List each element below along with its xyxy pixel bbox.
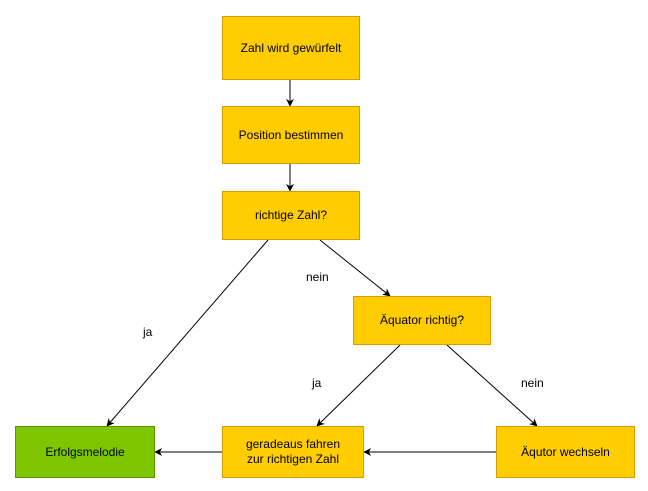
node-correct-number-decision: richtige Zahl?	[222, 191, 360, 240]
node-determine-position: Position bestimmen	[222, 106, 360, 164]
node-drive-straight: geradeaus fahren zur richtigen Zahl	[222, 426, 364, 478]
node-roll-number: Zahl wird gewürfelt	[222, 16, 360, 80]
edge-label-equator-yes: ja	[312, 376, 322, 390]
node-equator-correct-decision: Äquator richtig?	[353, 296, 491, 345]
node-switch-equator: Äqutor wechseln	[496, 426, 635, 478]
arrow-equator-yes	[316, 344, 401, 427]
node-success-melody: Erfolgsmelodie	[15, 426, 155, 478]
arrow-equator-no	[446, 344, 538, 427]
edge-label-correct-no: nein	[306, 270, 329, 284]
edge-label-correct-yes: ja	[143, 325, 153, 339]
edge-label-equator-no: nein	[521, 376, 544, 390]
arrow-correct-number-no	[319, 239, 391, 297]
arrow-correct-number-yes	[106, 239, 269, 427]
